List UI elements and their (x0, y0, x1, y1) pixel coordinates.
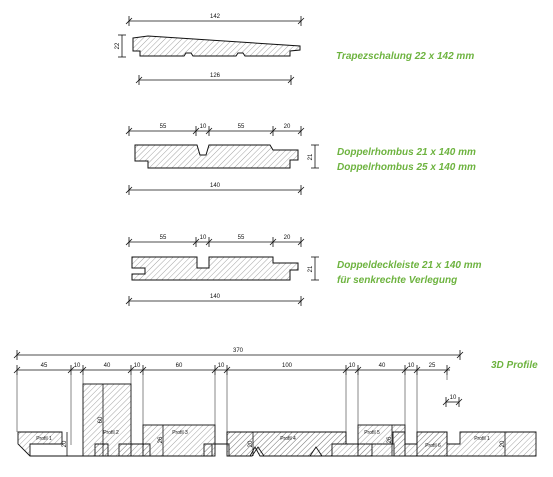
profile-3d-block-3 (142, 424, 216, 457)
profile-3d: 370 4 (13, 348, 537, 457)
dim-label-legend: 10 (450, 395, 457, 401)
profile-3-doppeldeckleiste: 55 10 55 20 21 140 (125, 235, 319, 306)
profile-label: Profil 6 (425, 443, 441, 449)
dim-label-c: 55 (238, 235, 245, 241)
dim-label-height: 21 (308, 265, 314, 272)
segment-label: 10 (408, 363, 415, 369)
dim-line-side (311, 256, 319, 281)
profile-label: Profil 3 (172, 430, 188, 436)
height-label: 20 (62, 440, 68, 447)
dim-label-b: 10 (200, 124, 207, 130)
profile-2-doppelrhombus: 55 10 55 20 21 140 (125, 124, 319, 195)
dim-line-bottom (125, 296, 305, 306)
dim-line-side (311, 144, 319, 169)
caption-senkrechte-verlegung: für senkrechte Verlegung (337, 275, 458, 286)
profile-label: Profil 1 (36, 436, 52, 442)
caption-3d-profile: 3D Profile (491, 360, 538, 371)
segment-label: 10 (134, 363, 141, 369)
height-label: 20 (248, 440, 254, 447)
height-label: 26 (158, 436, 164, 443)
profile-label: Profil 2 (103, 430, 119, 436)
caption-doppeldeckleiste: Doppeldeckleiste 21 x 140 mm (337, 260, 482, 271)
segment-label: 60 (176, 363, 183, 369)
dim-label-height: 22 (115, 42, 121, 49)
dim-label-bottom: 140 (210, 183, 221, 189)
segment-label: 25 (429, 363, 436, 369)
segment-label: 10 (74, 363, 81, 369)
dim-line-bottom (125, 185, 305, 195)
profile-label: Profil 5 (364, 430, 380, 436)
dim-chain-top (125, 126, 305, 136)
profile-1-shape (132, 35, 301, 57)
height-label: 60 (98, 416, 104, 423)
caption-doppelrhombus-21: Doppelrhombus 21 x 140 mm (337, 147, 476, 158)
dim-label-top: 142 (210, 14, 221, 20)
segment-label: 45 (41, 363, 48, 369)
dim-label-height: 21 (308, 153, 314, 160)
segment-label: 40 (379, 363, 386, 369)
profile-2-shape (134, 144, 299, 169)
caption-trapezschalung: Trapezschalung 22 x 142 mm (336, 51, 475, 62)
height-dim-lines (66, 384, 506, 456)
dim-label-bottom: 126 (210, 73, 221, 79)
profile-label: Profil 1 (474, 436, 490, 442)
dim-label-b: 10 (200, 235, 207, 241)
dim-label-bottom: 140 (210, 294, 221, 300)
segment-label: 10 (218, 363, 225, 369)
profile-3d-block-4 (226, 431, 347, 457)
dim-chain-top (125, 237, 305, 247)
dim-label-d: 20 (284, 235, 291, 241)
dim-chain-segments (13, 365, 451, 375)
segment-label: 10 (349, 363, 356, 369)
profile-3d-block-2 (82, 383, 132, 457)
profile-label: Profil 4 (280, 436, 296, 442)
segment-label: 40 (104, 363, 111, 369)
profile-3d-block-6 (416, 431, 448, 457)
dim-line-legend (442, 397, 463, 407)
dim-label-a: 55 (160, 124, 167, 130)
segment-label: 100 (282, 363, 293, 369)
dim-label-a: 55 (160, 235, 167, 241)
dim-label-d: 20 (284, 124, 291, 130)
dim-line-side (118, 34, 126, 58)
height-label: 26 (387, 436, 393, 443)
dim-label-total: 370 (233, 348, 244, 354)
profile-3d-block-5 (357, 424, 406, 457)
dim-label-c: 55 (238, 124, 245, 130)
profile-1-trapezschalung: 142 22 126 (115, 14, 305, 85)
height-label: 20 (500, 440, 506, 447)
dim-line-total (13, 350, 464, 360)
dim-line-top (125, 16, 305, 26)
caption-doppelrhombus-25: Doppelrhombus 25 x 140 mm (337, 162, 476, 173)
extension-lines (16, 375, 448, 445)
dim-line-bottom (135, 75, 295, 85)
profile-3-shape (131, 256, 299, 281)
